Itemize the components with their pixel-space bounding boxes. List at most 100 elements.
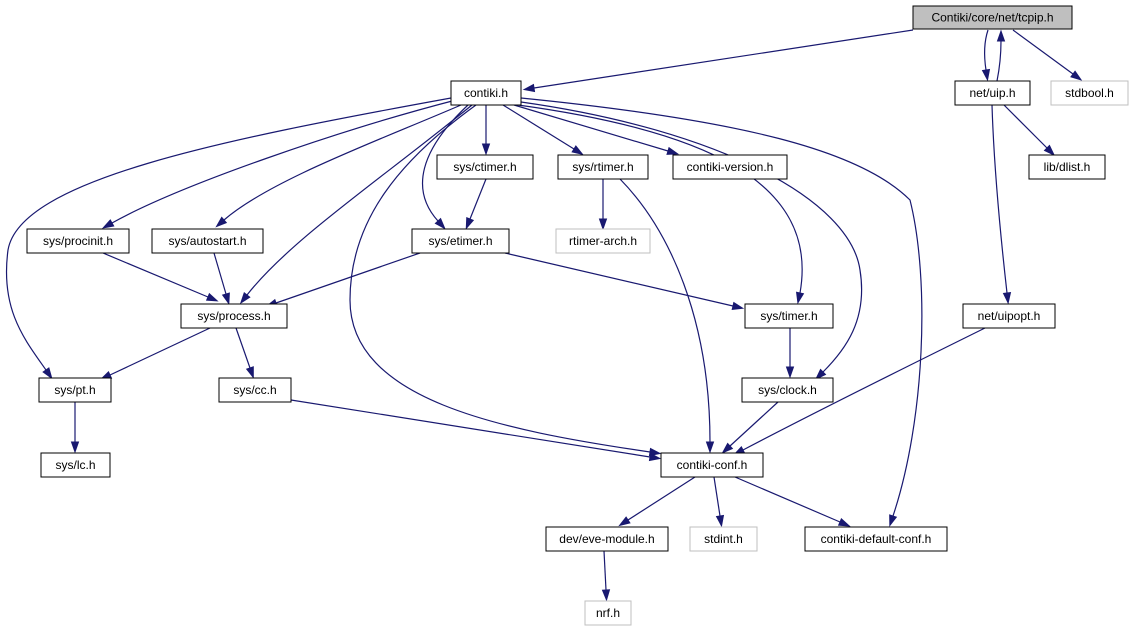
edge-line bbox=[235, 327, 251, 369]
arrowhead bbox=[648, 452, 662, 462]
edge-contiki-to-defconf bbox=[520, 97, 923, 527]
node-cc[interactable]: sys/cc.h bbox=[218, 377, 292, 403]
node-box bbox=[672, 154, 788, 180]
arrowhead bbox=[239, 292, 251, 305]
node-box bbox=[436, 154, 534, 180]
node-ctimer[interactable]: sys/ctimer.h bbox=[436, 154, 534, 180]
arrowhead bbox=[215, 216, 228, 228]
edge-line bbox=[5, 97, 452, 371]
node-box bbox=[804, 526, 948, 552]
edge-clock-to-conf bbox=[721, 401, 779, 454]
arrowhead bbox=[648, 447, 662, 457]
edge-etimer-to-timer bbox=[504, 252, 745, 310]
arrowhead bbox=[571, 145, 584, 156]
node-nrf[interactable]: nrf.h bbox=[584, 600, 632, 626]
node-label: sys/timer.h bbox=[760, 309, 817, 323]
edge-line bbox=[504, 252, 734, 307]
node-label: sys/procinit.h bbox=[43, 234, 113, 248]
edge-uip-to-tcpip bbox=[996, 29, 1006, 82]
node-box bbox=[962, 303, 1056, 329]
edge-line bbox=[729, 401, 779, 447]
node-lc[interactable]: sys/lc.h bbox=[40, 452, 111, 478]
node-pt[interactable]: sys/pt.h bbox=[38, 377, 112, 403]
node-eve[interactable]: dev/eve-module.h bbox=[545, 526, 669, 552]
node-process[interactable]: sys/process.h bbox=[180, 303, 288, 329]
node-label: stdbool.h bbox=[1065, 86, 1114, 100]
edge-line bbox=[619, 178, 711, 443]
node-stdbool[interactable]: stdbool.h bbox=[1050, 80, 1129, 106]
node-defconf[interactable]: contiki-default-conf.h bbox=[804, 526, 948, 552]
node-rtimer[interactable]: sys/rtimer.h bbox=[557, 154, 649, 180]
node-box bbox=[180, 303, 288, 329]
arrowhead bbox=[42, 367, 53, 380]
node-box bbox=[218, 377, 292, 403]
arrowhead bbox=[996, 29, 1006, 42]
arrowhead bbox=[1070, 70, 1083, 81]
edge-line bbox=[734, 476, 841, 523]
edge-contiki-to-pt bbox=[5, 97, 452, 380]
node-clock[interactable]: sys/clock.h bbox=[741, 377, 834, 403]
node-etimer[interactable]: sys/etimer.h bbox=[411, 228, 510, 254]
edge-line bbox=[1012, 29, 1074, 75]
node-label: sys/process.h bbox=[197, 309, 270, 323]
node-label: sys/clock.h bbox=[758, 383, 817, 397]
edge-uip-to-uipopt bbox=[991, 104, 1012, 305]
node-box bbox=[555, 228, 651, 254]
node-label: contiki-version.h bbox=[687, 160, 774, 174]
edge-contiki-to-autostart bbox=[215, 104, 462, 228]
node-rtimerarch[interactable]: rtimer-arch.h bbox=[555, 228, 651, 254]
edge-line bbox=[102, 252, 209, 298]
node-label: net/uipopt.h bbox=[978, 309, 1041, 323]
node-label: dev/eve-module.h bbox=[559, 532, 654, 546]
edge-contiki-to-clock bbox=[520, 101, 863, 381]
node-version[interactable]: contiki-version.h bbox=[672, 154, 788, 180]
node-box bbox=[545, 526, 669, 552]
nodes-layer: Contiki/core/net/tcpip.h contiki.h net/uip… bbox=[26, 5, 1129, 626]
node-box bbox=[411, 228, 510, 254]
arrowhead bbox=[666, 146, 680, 155]
edge-line bbox=[290, 399, 651, 458]
node-label: contiki-conf.h bbox=[677, 458, 748, 472]
edge-rtimer-to-rtimerarch bbox=[598, 179, 608, 231]
node-uip[interactable]: net/uip.h bbox=[954, 80, 1031, 106]
node-box bbox=[744, 303, 834, 329]
edge-line bbox=[213, 252, 227, 295]
node-contiki[interactable]: contiki.h bbox=[450, 80, 522, 106]
node-uipopt[interactable]: net/uipopt.h bbox=[962, 303, 1056, 329]
node-conf[interactable]: contiki-conf.h bbox=[660, 452, 764, 478]
edge-procinit-to-process bbox=[102, 252, 219, 302]
edge-tcpip-to-uip bbox=[981, 29, 991, 82]
arrowhead bbox=[481, 143, 491, 156]
node-box bbox=[26, 228, 130, 254]
edges-layer bbox=[5, 29, 1083, 602]
edge-conf-to-eve bbox=[618, 476, 696, 527]
edge-etimer-to-process bbox=[265, 252, 421, 307]
node-label: lib/dlist.h bbox=[1044, 160, 1091, 174]
node-procinit[interactable]: sys/procinit.h bbox=[26, 228, 130, 254]
edge-line bbox=[996, 40, 1002, 82]
edge-line bbox=[713, 476, 721, 517]
node-label: Contiki/core/net/tcpip.h bbox=[931, 11, 1053, 25]
edge-timer-to-clock bbox=[785, 328, 795, 379]
node-box bbox=[741, 377, 834, 403]
node-timer[interactable]: sys/timer.h bbox=[744, 303, 834, 329]
node-tcpip[interactable]: Contiki/core/net/tcpip.h bbox=[912, 5, 1073, 30]
node-box bbox=[1050, 80, 1129, 106]
node-box bbox=[660, 452, 764, 478]
arrowhead bbox=[1043, 144, 1056, 157]
node-stdint[interactable]: stdint.h bbox=[689, 526, 758, 552]
node-box bbox=[450, 80, 522, 106]
node-label: stdint.h bbox=[704, 532, 743, 546]
edge-pt-to-lc bbox=[70, 402, 80, 454]
node-label: sys/lc.h bbox=[55, 458, 95, 472]
node-box bbox=[38, 377, 112, 403]
node-label: nrf.h bbox=[596, 606, 620, 620]
node-autostart[interactable]: sys/autostart.h bbox=[151, 228, 264, 254]
edge-line bbox=[109, 327, 211, 376]
node-dlist[interactable]: lib/dlist.h bbox=[1028, 154, 1106, 180]
edge-tcpip-to-stdbool bbox=[1012, 29, 1083, 81]
arrowhead bbox=[1002, 292, 1012, 305]
edge-process-to-cc bbox=[235, 327, 254, 379]
node-label: contiki.h bbox=[464, 86, 508, 100]
edge-line bbox=[502, 104, 575, 150]
